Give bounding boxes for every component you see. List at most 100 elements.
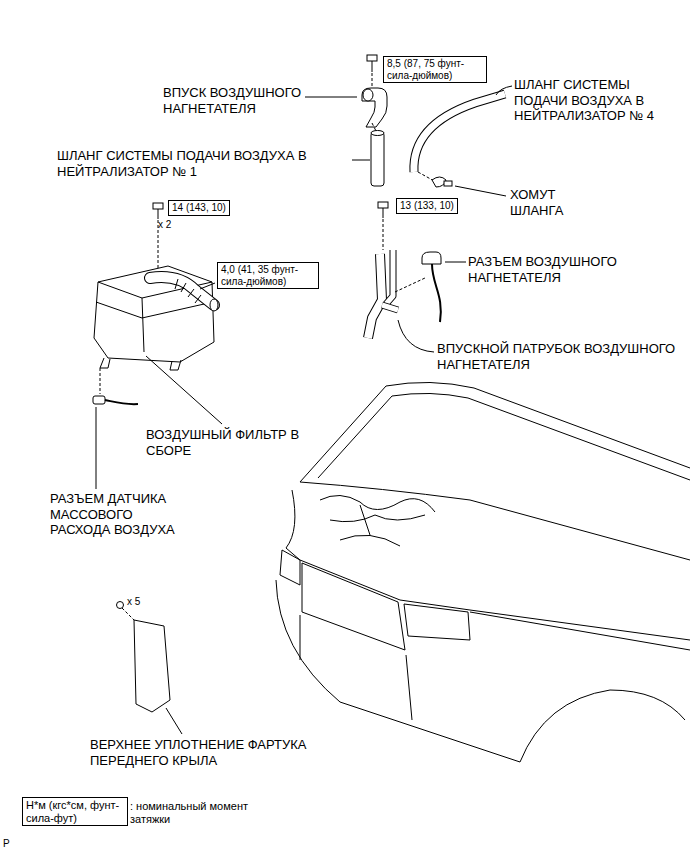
part-name: ВОЗДУШНЫЙ ФИЛЬТР В СБОРЕ: [146, 427, 326, 458]
leader-line: [305, 97, 357, 98]
leader-line: [445, 262, 466, 263]
fender-seal: [134, 620, 170, 712]
torque-value: 4,0 (41, 35 фунт-сила-дюймов): [221, 264, 315, 287]
torque-box: 13 (133, 10): [396, 198, 458, 214]
connector: [422, 252, 441, 322]
leader-line: [455, 186, 506, 196]
bolt: [153, 203, 163, 219]
part-name: ШЛАНГ СИСТЕМЫ ПОДАЧИ ВОЗДУХА В НЕЙТРАЛИЗ…: [514, 77, 666, 124]
connector: [93, 396, 105, 404]
leader-line: [398, 320, 434, 352]
bolt: [117, 602, 124, 609]
intake-pipe: [368, 250, 398, 338]
intake-elbow: [363, 89, 373, 101]
bolt: [117, 602, 124, 609]
part-name: ВПУСКНОЙ ПАТРУБОК ВОЗДУШНОГО НАГНЕТАТЕЛЯ: [437, 341, 687, 372]
air-cleaner: [210, 299, 218, 311]
vehicle: [320, 495, 435, 521]
air-cleaner: [94, 266, 214, 362]
hose: [414, 94, 505, 172]
quantity-mark: x 5: [127, 596, 140, 608]
bolt: [158, 209, 159, 219]
torque-box: 8,5 (87, 75 фунт-сила-дюймов): [383, 56, 487, 83]
bolt: [378, 202, 388, 208]
vehicle: [276, 382, 690, 762]
part-name: ВПУСК ВОЗДУШНОГО НАГНЕТАТЕЛЯ: [163, 85, 313, 116]
air-cleaner: [150, 277, 214, 305]
air-cleaner: [150, 277, 214, 305]
legend-note: : номинальный момент затяжки: [130, 800, 250, 826]
vehicle: [520, 690, 685, 762]
dashed-line: [395, 278, 425, 292]
leader-line: [200, 283, 215, 289]
hose-clamp: [432, 177, 452, 187]
vehicle: [276, 580, 520, 762]
part-name: РАЗЪЕМ ДАТЧИКА МАССОВОГО РАСХОДА ВОЗДУХА: [50, 491, 190, 538]
vehicle: [318, 393, 690, 480]
air-cleaner: [94, 266, 218, 370]
bolt: [367, 55, 377, 72]
torque-box: 14 (143, 10): [168, 200, 230, 216]
bolt: [378, 202, 388, 218]
leader-line: [146, 356, 222, 424]
leader-line: [96, 407, 97, 489]
intake-pipe: [386, 250, 393, 304]
hose-clamp: [444, 181, 452, 186]
figure-code: P: [3, 838, 10, 850]
dashed-line: [372, 73, 373, 87]
hose: [371, 131, 384, 187]
intake-pipe: [368, 254, 382, 338]
bolt: [153, 203, 163, 209]
connector: [432, 264, 441, 322]
intake-pipe: [382, 305, 398, 310]
vehicle: [470, 612, 690, 650]
vehicle: [300, 482, 690, 560]
connector: [93, 396, 138, 404]
dashed-line: [100, 368, 101, 394]
vehicle: [300, 382, 690, 482]
intake-pipe: [386, 250, 393, 304]
vehicle: [300, 615, 412, 720]
dashed-line: [372, 123, 376, 131]
bolt: [383, 208, 384, 218]
torque-value: 14 (143, 10): [172, 202, 226, 214]
hose: [371, 131, 384, 136]
air-cleaner: [142, 298, 144, 352]
bolt: [367, 55, 377, 61]
part-name: ВЕРХНЕЕ УПЛОТНЕНИЕ ФАРТУКА ПЕРЕДНЕГО КРЫ…: [90, 737, 322, 768]
quantity-mark: x 2: [158, 219, 171, 231]
vehicle: [404, 604, 470, 640]
air-cleaner: [100, 358, 110, 368]
connector: [105, 400, 138, 404]
torque-value: Н*м (кгс*см, фунт-сила-фут): [26, 799, 124, 824]
vehicle: [302, 563, 405, 650]
hose: [414, 94, 505, 172]
intake-pipe: [368, 254, 382, 338]
air-cleaner: [170, 360, 181, 370]
air-cleaner: [96, 302, 213, 318]
part-name: РАЗЪЕМ ВОЗДУШНОГО НАГНЕТАТЕЛЯ: [468, 254, 638, 285]
torque-value: 8,5 (87, 75 фунт-сила-дюймов): [387, 58, 483, 81]
connector: [422, 252, 441, 264]
vehicle: [280, 550, 300, 585]
intake-pipe: [382, 305, 398, 310]
leader-line: [166, 708, 182, 734]
leader-line: [352, 160, 370, 161]
air-cleaner: [175, 279, 201, 303]
vehicle: [286, 490, 690, 640]
hose: [371, 132, 384, 186]
legend-torque-box: Н*м (кгс*см, фунт-сила-фут): [22, 797, 128, 826]
vehicle: [340, 505, 400, 546]
torque-box: 4,0 (41, 35 фунт-сила-дюймов): [217, 262, 319, 289]
bolt: [372, 61, 373, 72]
fender-seal: [134, 620, 170, 712]
hose: [414, 94, 505, 172]
part-name: ХОМУТ ШЛАНГА: [510, 187, 590, 218]
torque-value: 13 (133, 10): [400, 200, 454, 212]
leader-line: [496, 86, 512, 95]
part-name: ШЛАНГ СИСТЕМЫ ПОДАЧИ ВОЗДУХА В НЕЙТРАЛИЗ…: [57, 148, 357, 179]
intake-elbow: [362, 88, 387, 127]
intake-elbow: [362, 88, 387, 127]
